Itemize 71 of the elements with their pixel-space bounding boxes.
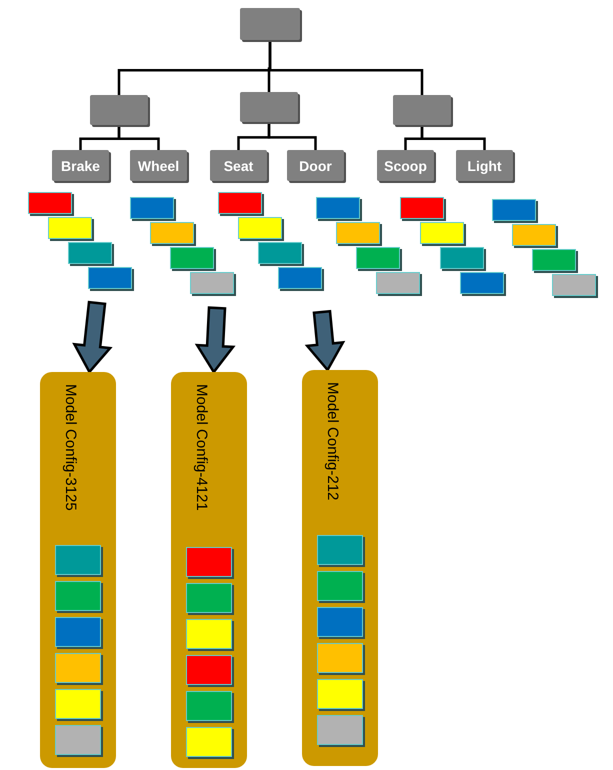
color-tile (55, 617, 101, 647)
model-column (171, 372, 247, 768)
color-tile (190, 272, 234, 294)
part-label: Seat (224, 158, 254, 174)
color-tile (55, 653, 101, 683)
color-tile (400, 197, 444, 219)
color-tile (278, 267, 322, 289)
part-box (130, 150, 187, 181)
color-tile (186, 691, 232, 721)
part-box (377, 150, 434, 181)
color-tile (186, 727, 232, 757)
tree-box (240, 92, 298, 122)
color-tile (186, 547, 232, 577)
tree-connector (118, 125, 160, 150)
color-tile (55, 581, 101, 611)
color-tile (55, 689, 101, 719)
color-tile (512, 224, 556, 246)
color-tile (186, 655, 232, 685)
color-tile (170, 247, 214, 269)
part-box (210, 150, 267, 181)
color-tile (317, 571, 363, 601)
color-tile (218, 192, 262, 214)
color-tile (150, 222, 194, 244)
part-box (456, 150, 513, 181)
color-tile (258, 242, 302, 264)
column-title: Model Config-212 (324, 382, 341, 500)
block-arrow (304, 310, 346, 372)
color-tile (238, 217, 282, 239)
color-tile (130, 197, 174, 219)
color-tile (68, 242, 112, 264)
block-arrow (72, 300, 113, 374)
color-tile (88, 267, 132, 289)
color-tile (492, 199, 536, 221)
part-box (52, 150, 109, 181)
color-tile (532, 249, 576, 271)
tree-box (240, 8, 300, 40)
part-label: Door (299, 158, 332, 174)
tree-box (393, 95, 451, 125)
color-tile (317, 643, 363, 673)
block-arrow (194, 306, 236, 374)
color-tile (316, 197, 360, 219)
color-tile (440, 247, 484, 269)
color-tile (317, 715, 363, 745)
color-tile (317, 679, 363, 709)
part-label: Brake (61, 158, 100, 174)
tree-connector (268, 40, 424, 95)
color-tile (48, 217, 92, 239)
color-tile (55, 725, 101, 755)
color-tile (186, 583, 232, 613)
color-tile (186, 619, 232, 649)
tree-connector (420, 125, 486, 150)
color-tile (317, 607, 363, 637)
column-title: Model Config-3125 (62, 384, 79, 511)
color-tile (356, 247, 400, 269)
color-tile (420, 222, 464, 244)
tree-connector (268, 122, 317, 150)
color-tile (55, 545, 101, 575)
model-column (40, 372, 116, 768)
column-title: Model Config-4121 (193, 384, 210, 511)
color-tile (460, 272, 504, 294)
color-tile (376, 272, 420, 294)
part-box (287, 150, 344, 181)
part-label: Scoop (384, 158, 427, 174)
color-tile (28, 192, 72, 214)
color-tile (336, 222, 380, 244)
color-tile (552, 274, 596, 296)
part-label: Wheel (138, 158, 180, 174)
part-label: Light (467, 158, 502, 174)
color-tile (317, 535, 363, 565)
tree-box (90, 95, 148, 125)
model-column (302, 370, 378, 766)
